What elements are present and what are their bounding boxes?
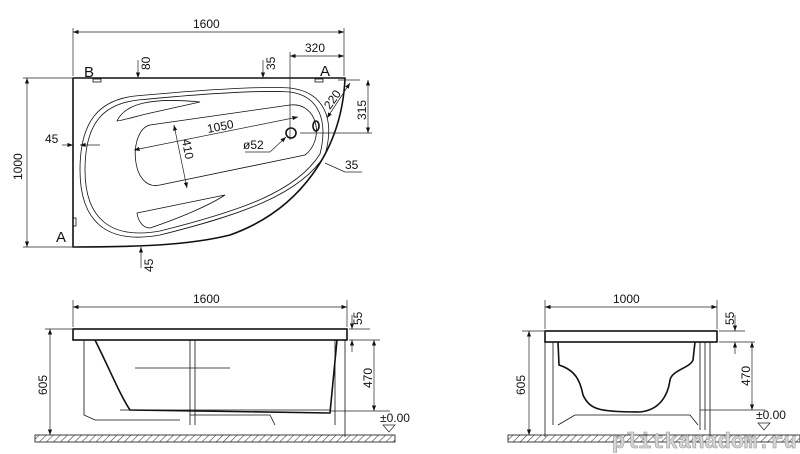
side-rim	[72, 328, 348, 341]
end-body	[557, 341, 696, 413]
marker-a-left	[72, 217, 77, 227]
end-floor-level: ±0.00	[756, 408, 786, 422]
side-dim-rim: 55	[351, 311, 365, 325]
drain-icon	[285, 127, 297, 139]
dim-top-width: 1600	[193, 17, 220, 31]
end-frame	[544, 342, 711, 437]
section-b-label: B	[84, 64, 94, 81]
armrest-bottom	[136, 194, 226, 229]
dim-offset-right: 320	[305, 41, 325, 55]
side-dim-depth: 470	[361, 368, 375, 388]
armrest-top	[116, 100, 201, 122]
dim-inner-length: 1050	[206, 117, 235, 136]
end-dim-depth: 470	[739, 366, 753, 386]
end-dim-height: 605	[514, 375, 528, 395]
section-a-left-label: A	[56, 229, 66, 246]
overflow-icon	[312, 120, 320, 132]
dim-rim-top-right: 35	[264, 56, 278, 70]
dim-rim-left: 45	[45, 132, 59, 146]
tub-outline	[72, 77, 346, 248]
side-dim-height: 605	[36, 375, 50, 395]
side-view: 1600 55 470 605 ±0.00	[34, 292, 410, 443]
floor-end	[507, 434, 800, 443]
dim-drain-diameter: ø52	[243, 138, 264, 152]
rim-outline	[79, 87, 330, 238]
dim-drain-offset: 315	[355, 100, 369, 120]
section-a-top-label: A	[320, 63, 330, 80]
floor	[34, 434, 396, 443]
marker-b	[92, 78, 102, 83]
end-dim-width: 1000	[613, 292, 640, 306]
side-frame	[83, 340, 346, 437]
side-dim-width: 1600	[193, 292, 220, 306]
watermark: plitkanadom.ru	[612, 430, 797, 454]
dim-rim-right: 35	[345, 158, 359, 172]
side-body	[94, 339, 338, 414]
end-rim	[544, 330, 718, 343]
dim-rim-bottom: 45	[142, 258, 156, 272]
top-view: 1600 320 1000 80 35 315 220 45 45 1050 4…	[11, 17, 372, 272]
basin-outline	[134, 104, 317, 186]
dim-depth: 1000	[11, 153, 25, 180]
dim-inner-width: 410	[179, 138, 196, 160]
side-floor-level: ±0.00	[380, 411, 410, 425]
end-dim-rim: 55	[723, 311, 737, 325]
end-view: 1000 55 470 605 ±0.00	[507, 292, 800, 443]
marker-a-top	[314, 78, 324, 83]
rim-inner	[84, 91, 324, 234]
dim-rim-top: 80	[139, 56, 153, 70]
